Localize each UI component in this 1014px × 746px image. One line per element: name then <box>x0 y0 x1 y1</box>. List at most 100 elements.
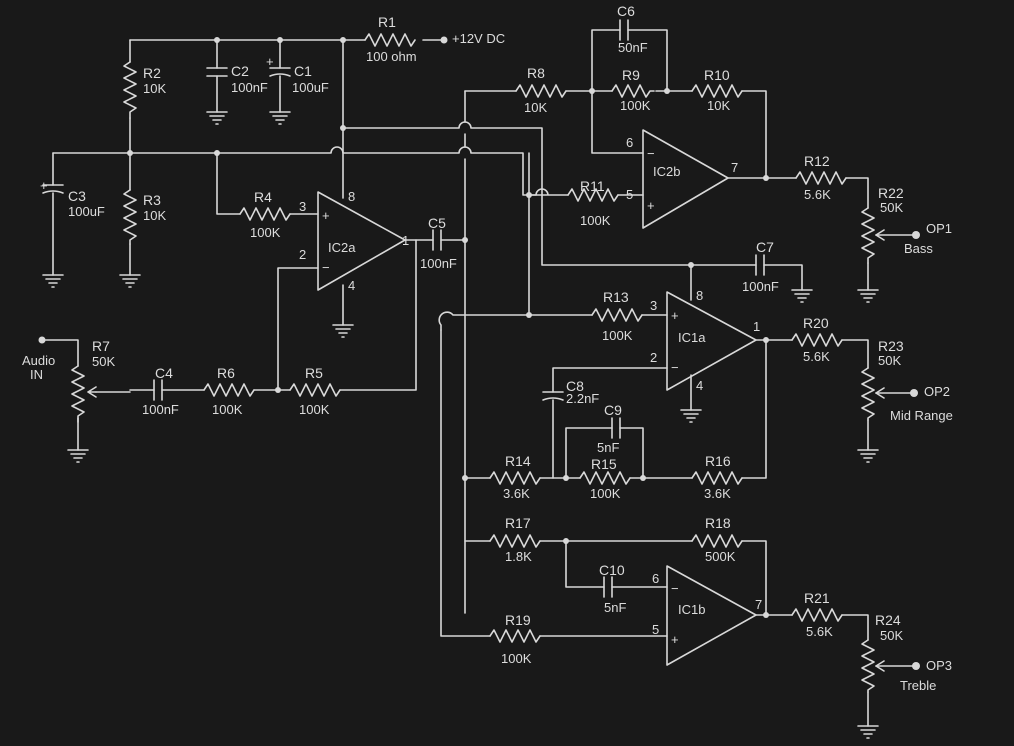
r22-name: R22 <box>878 185 904 201</box>
c9-value: 5nF <box>597 440 619 455</box>
r2-value: 10K <box>143 81 166 96</box>
c1-polarity: + <box>266 54 274 69</box>
ic2a-pin1: 1 <box>402 233 409 248</box>
ic2a-pin4: 4 <box>348 278 355 293</box>
c8-name: C8 <box>566 378 584 394</box>
c6-value: 50nF <box>618 40 648 55</box>
svg-text:−: − <box>671 581 679 596</box>
c3-value: 100uF <box>68 204 105 219</box>
capacitor-c10 <box>603 576 613 598</box>
r13-name: R13 <box>603 289 629 305</box>
r20-name: R20 <box>803 315 829 331</box>
r21-value: 5.6K <box>806 624 833 639</box>
resistor-r19 <box>489 629 541 643</box>
r12-name: R12 <box>804 153 830 169</box>
r23-value: 50K <box>878 353 901 368</box>
c1-name: C1 <box>294 63 312 79</box>
c5-name: C5 <box>428 215 446 231</box>
r17-value: 1.8K <box>505 549 532 564</box>
resistor-r14 <box>489 471 541 485</box>
ic2b-pin7: 7 <box>731 160 738 175</box>
pot-r22 <box>861 207 885 264</box>
c7-name: C7 <box>756 239 774 255</box>
r16-value: 3.6K <box>704 486 731 501</box>
r14-name: R14 <box>505 453 531 469</box>
c2-value: 100nF <box>231 80 268 95</box>
r10-value: 10K <box>707 98 730 113</box>
r4-value: 100K <box>250 225 281 240</box>
ic2b-label: IC2b <box>653 164 680 179</box>
c1-value: 100uF <box>292 80 329 95</box>
c6-name: C6 <box>617 3 635 19</box>
capacitor-c2 <box>206 67 228 77</box>
r4-name: R4 <box>254 189 272 205</box>
pot-r24 <box>861 639 885 693</box>
r1-value: 100 ohm <box>366 49 417 64</box>
ic1b-pin5: 5 <box>652 622 659 637</box>
svg-text:−: − <box>322 260 330 275</box>
ic1a-pin2: 2 <box>650 350 657 365</box>
capacitors <box>42 19 765 598</box>
svg-text:+: + <box>671 632 679 647</box>
c3-name: C3 <box>68 188 86 204</box>
r19-value: 100K <box>501 651 532 666</box>
ground-symbols <box>42 111 879 739</box>
resistor-r18 <box>691 534 743 548</box>
ic2b-pin6: 6 <box>626 135 633 150</box>
svg-text:+: + <box>647 198 655 213</box>
capacitor-c1 <box>269 67 291 77</box>
resistor-r13 <box>591 308 643 322</box>
capacitor-c4 <box>153 379 163 401</box>
ic1b-pin6: 6 <box>652 571 659 586</box>
r18-value: 500K <box>705 549 736 564</box>
r10-name: R10 <box>704 67 730 83</box>
r6-name: R6 <box>217 365 235 381</box>
r21-name: R21 <box>804 590 830 606</box>
resistor-r1 <box>364 33 416 47</box>
r11-value: 100K <box>580 213 611 228</box>
ic1a-pin1: 1 <box>753 319 760 334</box>
r12-value: 5.6K <box>804 187 831 202</box>
resistor-r21 <box>791 608 843 622</box>
c8-value: 2.2nF <box>566 391 599 406</box>
op1-label: OP1 <box>926 221 952 236</box>
c10-name: C10 <box>599 562 625 578</box>
ic1a-pin8: 8 <box>696 288 703 303</box>
r18-name: R18 <box>705 515 731 531</box>
resistor-r2 <box>123 61 137 119</box>
svg-text:+: + <box>322 208 330 223</box>
resistor-r17 <box>489 534 541 548</box>
resistors <box>123 33 847 643</box>
capacitor-c7 <box>755 254 765 276</box>
resistor-r5 <box>289 383 341 397</box>
potentiometers <box>71 207 885 693</box>
supply-label: +12V DC <box>452 31 505 46</box>
capacitor-c3 <box>42 184 64 194</box>
svg-text:−: − <box>671 360 679 375</box>
r15-value: 100K <box>590 486 621 501</box>
capacitor-c8 <box>542 391 564 401</box>
c4-name: C4 <box>155 365 173 381</box>
ic1b-pin7: 7 <box>755 597 762 612</box>
resistor-r12 <box>795 171 847 185</box>
ic1b-label: IC1b <box>678 602 705 617</box>
r19-name: R19 <box>505 612 531 628</box>
c7-value: 100nF <box>742 279 779 294</box>
svg-text:−: − <box>647 146 655 161</box>
r3-name: R3 <box>143 192 161 208</box>
pot-r23 <box>861 367 885 421</box>
resistor-r8 <box>515 84 567 98</box>
r3-value: 10K <box>143 208 166 223</box>
c2-name: C2 <box>231 63 249 79</box>
r22-value: 50K <box>880 200 903 215</box>
ic2b-pin5: 5 <box>626 187 633 202</box>
ic2a-pin8: 8 <box>348 189 355 204</box>
r13-value: 100K <box>602 328 633 343</box>
resistor-r9 <box>611 84 655 98</box>
op2-label: OP2 <box>924 384 950 399</box>
r16-name: R16 <box>705 453 731 469</box>
resistor-r6 <box>203 383 255 397</box>
c10-value: 5nF <box>604 600 626 615</box>
